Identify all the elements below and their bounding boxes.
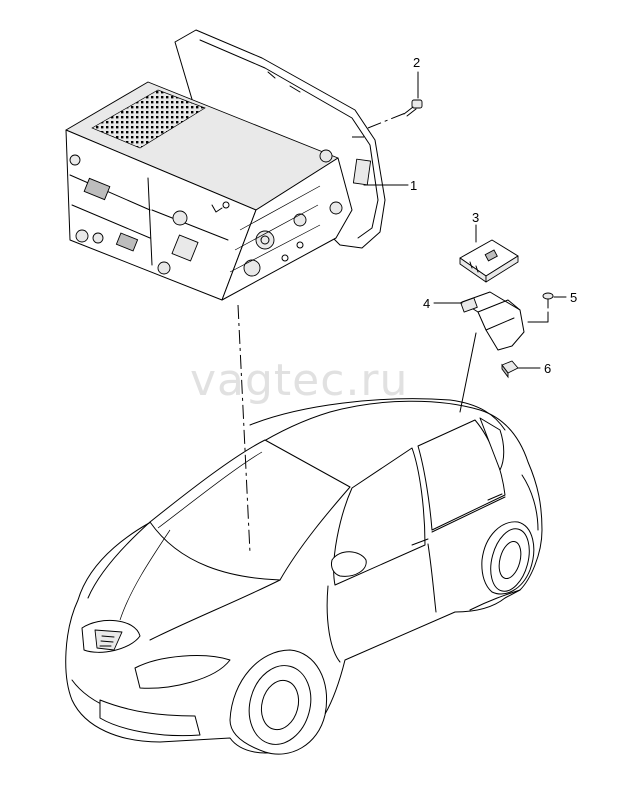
callout-2: 2 xyxy=(413,55,420,70)
callout-5: 5 xyxy=(570,290,577,305)
callout-1: 1 xyxy=(410,178,417,193)
leader-lines xyxy=(237,71,567,554)
part-6-clip xyxy=(501,360,519,379)
part-3-module xyxy=(459,239,519,283)
radio-unit-illustration xyxy=(65,29,386,301)
part-2-screw xyxy=(403,99,423,117)
callout-4: 4 xyxy=(423,296,430,311)
watermark-text: vagtec.ru xyxy=(190,355,408,406)
part-4-bracket xyxy=(460,291,525,351)
part-5-screw xyxy=(542,292,554,309)
car-illustration xyxy=(65,398,543,755)
callout-6: 6 xyxy=(544,361,551,376)
callout-3: 3 xyxy=(472,210,479,225)
